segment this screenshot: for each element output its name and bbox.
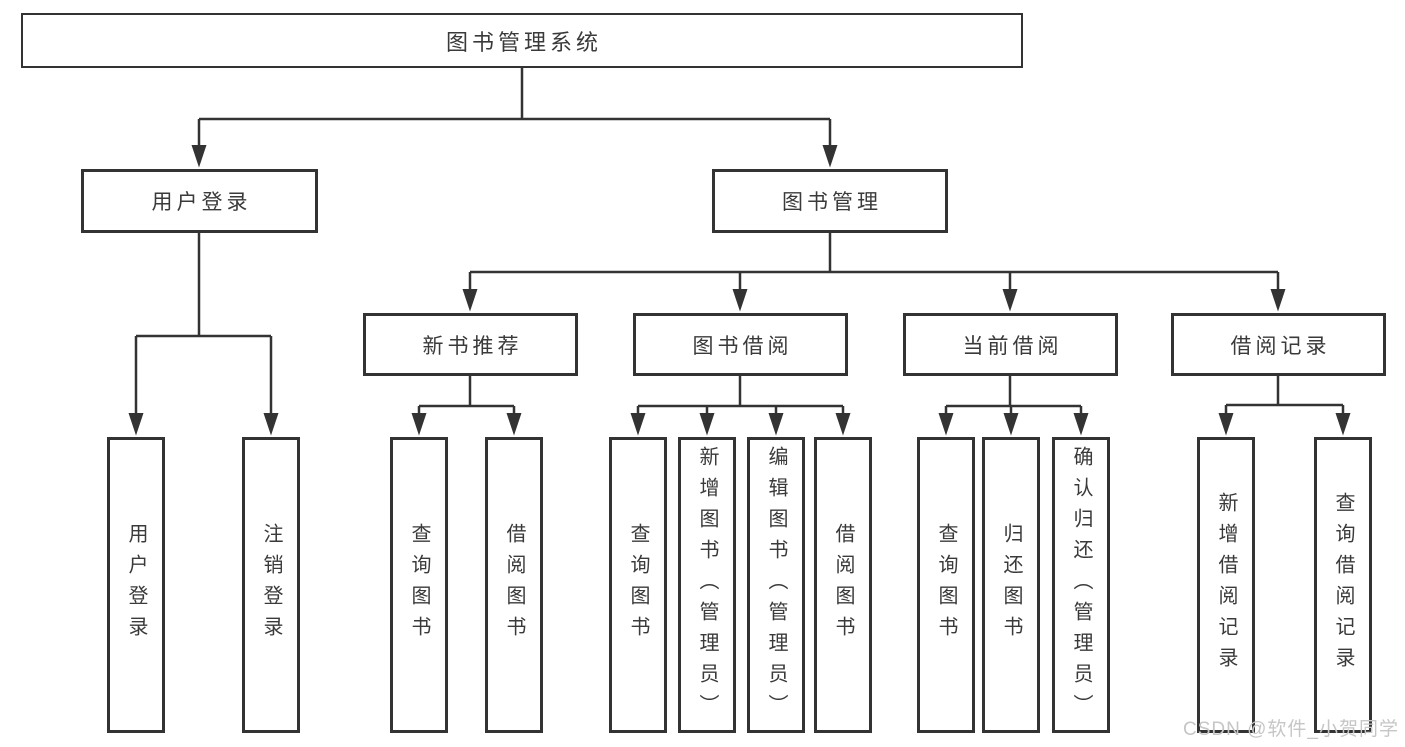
- arrowhead: [462, 289, 478, 312]
- leaf-query-books-borrowing-label: 查询图书: [627, 523, 649, 647]
- arrowhead: [732, 289, 748, 312]
- node-book-management: 图书管理: [712, 169, 948, 233]
- arrowhead: [506, 413, 522, 436]
- arrowhead: [630, 413, 646, 436]
- leaf-confirm-return-admin-label: 确认归还（管理员）: [1070, 445, 1092, 725]
- connector-root-branch: [197, 68, 832, 150]
- connector-user-login-branch: [134, 233, 273, 417]
- arrowhead: [938, 413, 954, 436]
- leaf-query-books-recommend-label: 查询图书: [408, 523, 430, 647]
- arrowhead: [1002, 289, 1018, 312]
- leaf-confirm-return-admin: 确认归还（管理员）: [1052, 437, 1110, 733]
- arrowhead: [835, 413, 851, 436]
- arrowhead: [1073, 413, 1089, 436]
- node-borrowing-records: 借阅记录: [1171, 313, 1386, 376]
- leaf-add-borrow-record: 新增借阅记录: [1197, 437, 1255, 733]
- leaf-user-login-label: 用户登录: [125, 523, 147, 647]
- leaf-user-login: 用户登录: [107, 437, 165, 733]
- arrowhead: [699, 413, 715, 436]
- arrowhead: [768, 413, 784, 436]
- leaf-query-books-current-label: 查询图书: [935, 523, 957, 647]
- node-current-borrowing: 当前借阅: [903, 313, 1118, 376]
- connector-borrowing-records-branch: [1224, 376, 1345, 417]
- leaf-add-borrow-record-label: 新增借阅记录: [1215, 492, 1237, 678]
- leaf-borrow-books-recommend-label: 借阅图书: [503, 523, 525, 647]
- arrowhead: [263, 413, 279, 436]
- node-user-login: 用户登录: [81, 169, 318, 233]
- leaf-borrow-books-recommend: 借阅图书: [485, 437, 543, 733]
- leaf-query-borrow-record-label: 查询借阅记录: [1332, 492, 1354, 678]
- leaf-return-books: 归还图书: [982, 437, 1040, 733]
- leaf-borrow-books-borrowing-label: 借阅图书: [832, 523, 854, 647]
- node-book-borrowing: 图书借阅: [633, 313, 848, 376]
- leaf-borrow-books-borrowing: 借阅图书: [814, 437, 872, 733]
- leaf-edit-book-admin-label: 编辑图书（管理员）: [765, 445, 787, 725]
- node-root-label: 图书管理系统: [445, 29, 602, 55]
- leaf-query-books-current: 查询图书: [917, 437, 975, 733]
- arrowhead: [411, 413, 427, 436]
- node-root: 图书管理系统: [21, 13, 1023, 68]
- watermark: CSDN @软件_小贺同学: [1183, 719, 1399, 740]
- connector-book-management-branch: [468, 233, 1280, 293]
- connector-current-borrowing-branch: [944, 376, 1083, 417]
- leaf-query-books-borrowing: 查询图书: [609, 437, 667, 733]
- leaf-query-borrow-record: 查询借阅记录: [1314, 437, 1372, 733]
- node-book-borrowing-label: 图书借阅: [692, 334, 793, 358]
- arrowhead: [191, 145, 207, 168]
- connector-new-book-branch: [417, 376, 516, 417]
- leaf-logout: 注销登录: [242, 437, 300, 733]
- node-user-login-label: 用户登录: [151, 191, 252, 214]
- node-book-management-label: 图书管理: [782, 191, 882, 214]
- arrowhead: [822, 145, 838, 168]
- connector-book-borrowing-branch: [636, 376, 845, 417]
- node-borrowing-records-label: 借阅记录: [1230, 334, 1331, 358]
- arrowhead: [128, 413, 144, 436]
- arrowhead: [1003, 413, 1019, 436]
- leaf-edit-book-admin: 编辑图书（管理员）: [747, 437, 805, 733]
- leaf-return-books-label: 归还图书: [1000, 523, 1022, 647]
- arrowhead: [1218, 413, 1234, 436]
- node-new-book-recommendation: 新书推荐: [363, 313, 578, 376]
- arrowhead: [1270, 289, 1286, 312]
- leaf-logout-label: 注销登录: [260, 523, 282, 647]
- arrowheads: [128, 145, 1351, 436]
- leaf-add-book-admin-label: 新增图书（管理员）: [696, 445, 718, 725]
- leaf-add-book-admin: 新增图书（管理员）: [678, 437, 736, 733]
- node-current-borrowing-label: 当前借阅: [962, 334, 1063, 358]
- arrowhead: [1335, 413, 1351, 436]
- leaf-query-books-recommend: 查询图书: [390, 437, 448, 733]
- node-new-book-recommendation-label: 新书推荐: [422, 334, 523, 358]
